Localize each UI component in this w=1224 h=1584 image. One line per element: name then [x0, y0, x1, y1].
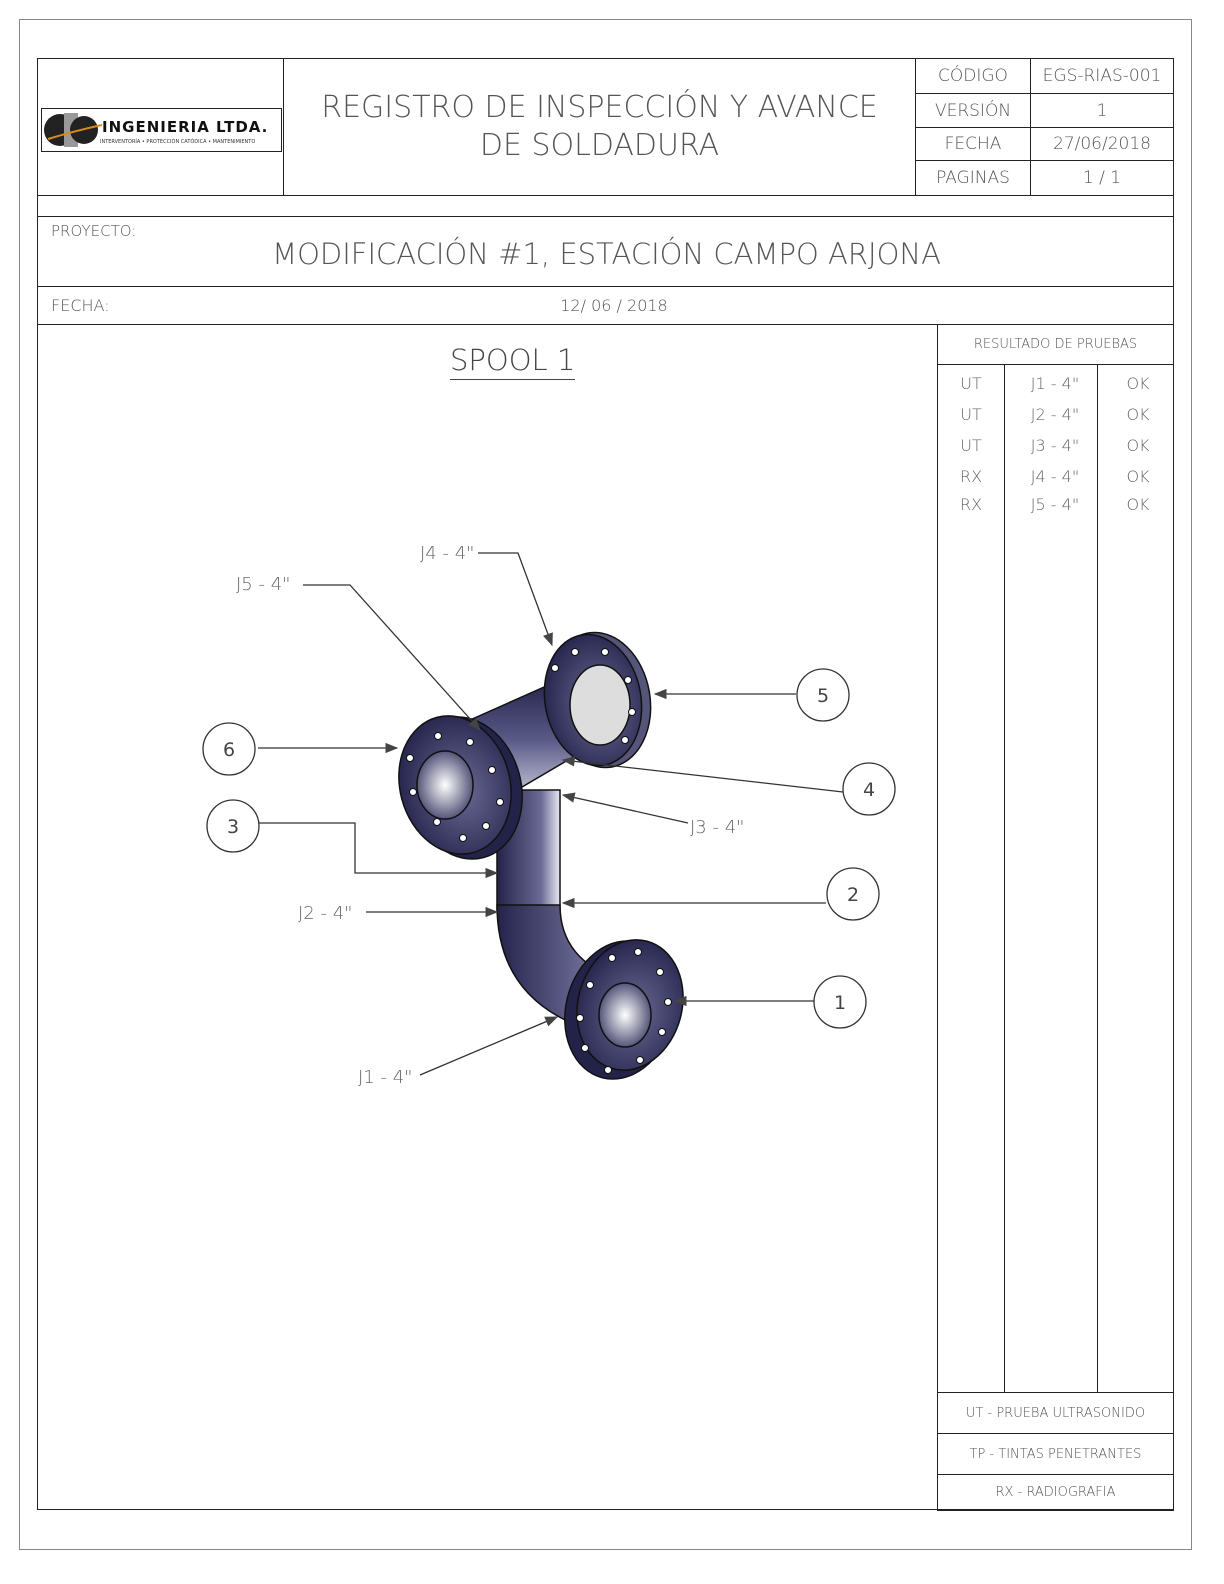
meta-label: PAGINAS — [915, 160, 1031, 196]
balloon-5: 5 — [817, 685, 829, 707]
balloon-6: 6 — [223, 739, 235, 761]
date-row: FECHA: 12/ 06 / 2018 — [37, 286, 1174, 325]
spool-title: SPOOL 1 — [450, 343, 576, 380]
balloon-3: 3 — [227, 816, 239, 838]
balloon-2: 2 — [847, 884, 859, 906]
result-result: OK — [1126, 467, 1150, 486]
joint-label-j4: J4 - 4" — [420, 543, 474, 564]
balloon-1: 1 — [834, 992, 846, 1014]
joint-label-j3: J3 - 4" — [690, 817, 744, 838]
title-line-1: REGISTRO DE INSPECCIÓN Y AVANCE — [321, 90, 878, 125]
date-value: 12/ 06 / 2018 — [560, 296, 668, 315]
result-result: OK — [1126, 374, 1150, 393]
results-col-result — [1097, 364, 1174, 1393]
result-result: OK — [1126, 405, 1150, 424]
meta-value: 27/06/2018 — [1030, 127, 1174, 161]
date-label: FECHA: — [51, 296, 110, 315]
result-test: UT — [960, 405, 982, 424]
legend-item: TP - TINTAS PENETRANTES — [937, 1433, 1174, 1475]
project-name: MODIFICACIÓN #1, ESTACIÓN CAMPO ARJONA — [272, 237, 941, 271]
spool-isometric-drawing: 1 2 3 4 5 6 J1 - 4" J2 - 4" J3 - 4" J4 -… — [202, 543, 896, 1088]
company-logo: INGENIERIA LTDA. INTERVENTORÍA • PROTECC… — [41, 108, 282, 152]
results-col-joint — [1004, 364, 1098, 1393]
meta-label: FECHA — [915, 127, 1031, 161]
result-result: OK — [1126, 495, 1150, 514]
logo-cell: INGENIERIA LTDA. INTERVENTORÍA • PROTECC… — [37, 58, 284, 196]
outer-border — [19, 19, 1192, 1550]
result-joint: J5 - 4" — [1030, 495, 1080, 514]
result-joint: J2 - 4" — [1030, 405, 1080, 424]
result-joint: J1 - 4" — [1030, 374, 1080, 393]
result-joint: J4 - 4" — [1030, 467, 1080, 486]
result-joint: J3 - 4" — [1030, 436, 1080, 455]
joint-label-j2: J2 - 4" — [298, 903, 352, 924]
results-title: RESULTADO DE PRUEBAS — [937, 324, 1174, 365]
result-result: OK — [1126, 436, 1150, 455]
result-test: RX — [959, 467, 983, 486]
legend-item: UT - PRUEBA ULTRASONIDO — [937, 1392, 1174, 1434]
company-tagline: INTERVENTORÍA • PROTECCIÓN CATÓDICA • MA… — [100, 139, 256, 145]
meta-label: VERSIÓN — [915, 93, 1031, 128]
balloon-4: 4 — [863, 779, 875, 801]
meta-label: CÓDIGO — [915, 58, 1031, 94]
title-line-2: DE SOLDADURA — [479, 128, 720, 163]
meta-value: 1 — [1030, 93, 1174, 128]
joint-label-j1: J1 - 4" — [358, 1067, 412, 1088]
project-label: PROYECTO: — [51, 222, 137, 240]
results-title-text: RESULTADO DE PRUEBAS — [973, 337, 1138, 352]
egs-logo-icon — [44, 113, 103, 147]
joint-label-j5: J5 - 4" — [236, 574, 290, 595]
result-test: UT — [960, 374, 982, 393]
result-test: RX — [959, 495, 983, 514]
company-name: INGENIERIA LTDA. — [102, 118, 269, 136]
meta-value: 1 / 1 — [1030, 160, 1174, 196]
legend-item: RX - RADIOGRAFIA — [937, 1474, 1174, 1511]
meta-value: EGS-RIAS-001 — [1030, 58, 1174, 94]
results-col-test — [937, 364, 1005, 1393]
result-test: UT — [960, 436, 982, 455]
